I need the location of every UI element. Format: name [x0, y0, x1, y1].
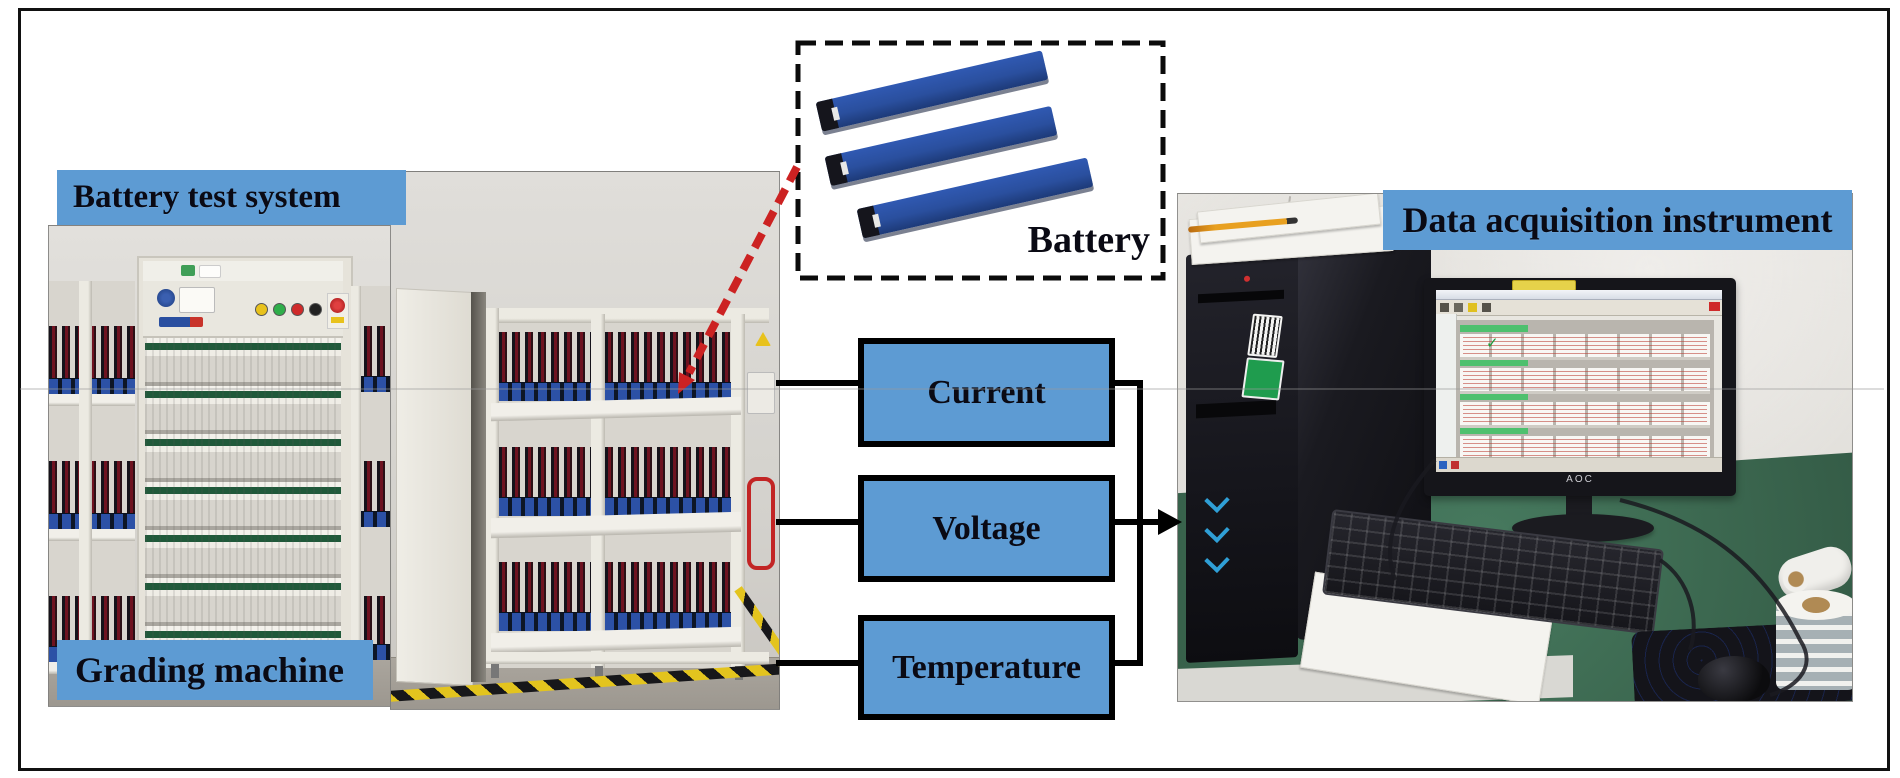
- leveling-foot: [491, 664, 499, 678]
- rack-post: [351, 286, 361, 656]
- monitor: ✓ AOC: [1424, 278, 1736, 496]
- statusbar-icon: [1451, 461, 1459, 469]
- channel-group-header: [1460, 359, 1528, 366]
- battery-label: Battery: [1027, 219, 1150, 261]
- battery-row: [499, 382, 591, 401]
- cable-bundle: [499, 447, 591, 497]
- battery-row: [351, 511, 391, 527]
- battery-row: [605, 612, 731, 631]
- temperature-flow-box: Temperature: [858, 615, 1115, 720]
- side-rack-left: [49, 281, 135, 674]
- sticker: [181, 265, 195, 276]
- current-flow-label: Current: [927, 373, 1046, 411]
- test-modules: [145, 338, 341, 674]
- roll-top-face: [1776, 590, 1852, 620]
- battery-row: [605, 382, 731, 401]
- estop-label: [331, 317, 344, 323]
- toolbar-icon: [1468, 303, 1477, 312]
- battery-row: [49, 513, 135, 530]
- red-dashed-arrow: [685, 165, 801, 375]
- channel-group-header: [1460, 427, 1528, 434]
- monitor-brand-label: AOC: [1566, 474, 1594, 485]
- black-arrowhead: [1158, 509, 1182, 535]
- rack-top-beam: [486, 308, 769, 323]
- cable-bundle: [49, 326, 135, 378]
- leveling-foot: [595, 666, 603, 680]
- battery-row: [49, 378, 135, 395]
- battery-test-rack-photo: [390, 171, 780, 710]
- channel-card-row: [1460, 402, 1710, 425]
- channel-card-row: [1460, 368, 1710, 391]
- voltage-flow-label: Voltage: [932, 509, 1041, 547]
- certification-sticker: [157, 289, 175, 307]
- green-button: [273, 303, 286, 316]
- app-content: ✓: [1456, 320, 1714, 468]
- app-statusbar: [1436, 457, 1722, 472]
- channel-group-header: [1460, 393, 1528, 400]
- red-arrowhead: [678, 372, 695, 394]
- shelf: [49, 529, 135, 541]
- selector-switch: [309, 303, 322, 316]
- cable-bundle: [499, 332, 591, 382]
- cabinet-top-strip: [143, 261, 343, 281]
- brand-logo: [159, 317, 203, 327]
- toolbar-icon: [1482, 303, 1491, 312]
- monitor-screen: ✓: [1436, 290, 1722, 472]
- control-panel: [143, 281, 349, 338]
- battery-row: [351, 376, 391, 392]
- check-icon: ✓: [1486, 334, 1499, 352]
- battery-row: [605, 497, 731, 516]
- cable-bundle: [49, 596, 135, 646]
- spec-label: [179, 287, 215, 313]
- toolbar-icon: [1454, 303, 1463, 312]
- emergency-stop-button: [330, 298, 345, 313]
- yellow-button: [255, 303, 268, 316]
- sticker: [199, 265, 221, 278]
- mouse: [1698, 656, 1770, 701]
- door-shadow-edge: [471, 292, 486, 682]
- voltage-flow-box: Voltage: [858, 475, 1115, 582]
- rack-post: [486, 308, 499, 668]
- data-acquisition-label: Data acquisition instrument: [1383, 190, 1852, 250]
- rack-post: [79, 281, 92, 661]
- roll-core: [1802, 597, 1830, 613]
- shelf: [49, 394, 135, 406]
- current-flow-box: Current: [858, 338, 1115, 447]
- rack-bottom-beam: [486, 652, 769, 664]
- battery-row: [499, 612, 591, 631]
- toolbar-icon: [1440, 303, 1449, 312]
- warning-triangle-sticker: [755, 332, 771, 346]
- red-cable-hanger: [747, 477, 775, 570]
- temperature-flow-label: Temperature: [892, 648, 1081, 686]
- electrical-panel: [747, 372, 775, 414]
- battery-test-system-label: Battery test system: [57, 170, 406, 225]
- side-rack-right: [351, 286, 391, 660]
- grading-cabinet: [137, 256, 353, 675]
- statusbar-icon: [1439, 461, 1447, 469]
- cable-bundle: [605, 562, 731, 612]
- red-button: [291, 303, 304, 316]
- cable-bundle: [49, 461, 135, 513]
- channel-card-row: [1460, 436, 1710, 459]
- figure-border: [18, 8, 1890, 771]
- channel-card-row: ✓: [1460, 334, 1710, 357]
- window-toolbar: [1436, 300, 1722, 316]
- estop-plate: [327, 293, 349, 329]
- cable-bundle: [605, 332, 731, 382]
- cable-bundle: [605, 447, 731, 497]
- cable-bundle: [499, 562, 591, 612]
- computer-cables: [1388, 458, 1809, 697]
- channel-group-header: [1460, 325, 1528, 332]
- battery-row: [499, 497, 591, 516]
- window-titlebar: [1436, 290, 1722, 300]
- close-icon: [1709, 302, 1720, 311]
- data-acquisition-photo: ✓ AOC: [1177, 193, 1853, 702]
- grading-machine-label: Grading machine: [57, 640, 373, 700]
